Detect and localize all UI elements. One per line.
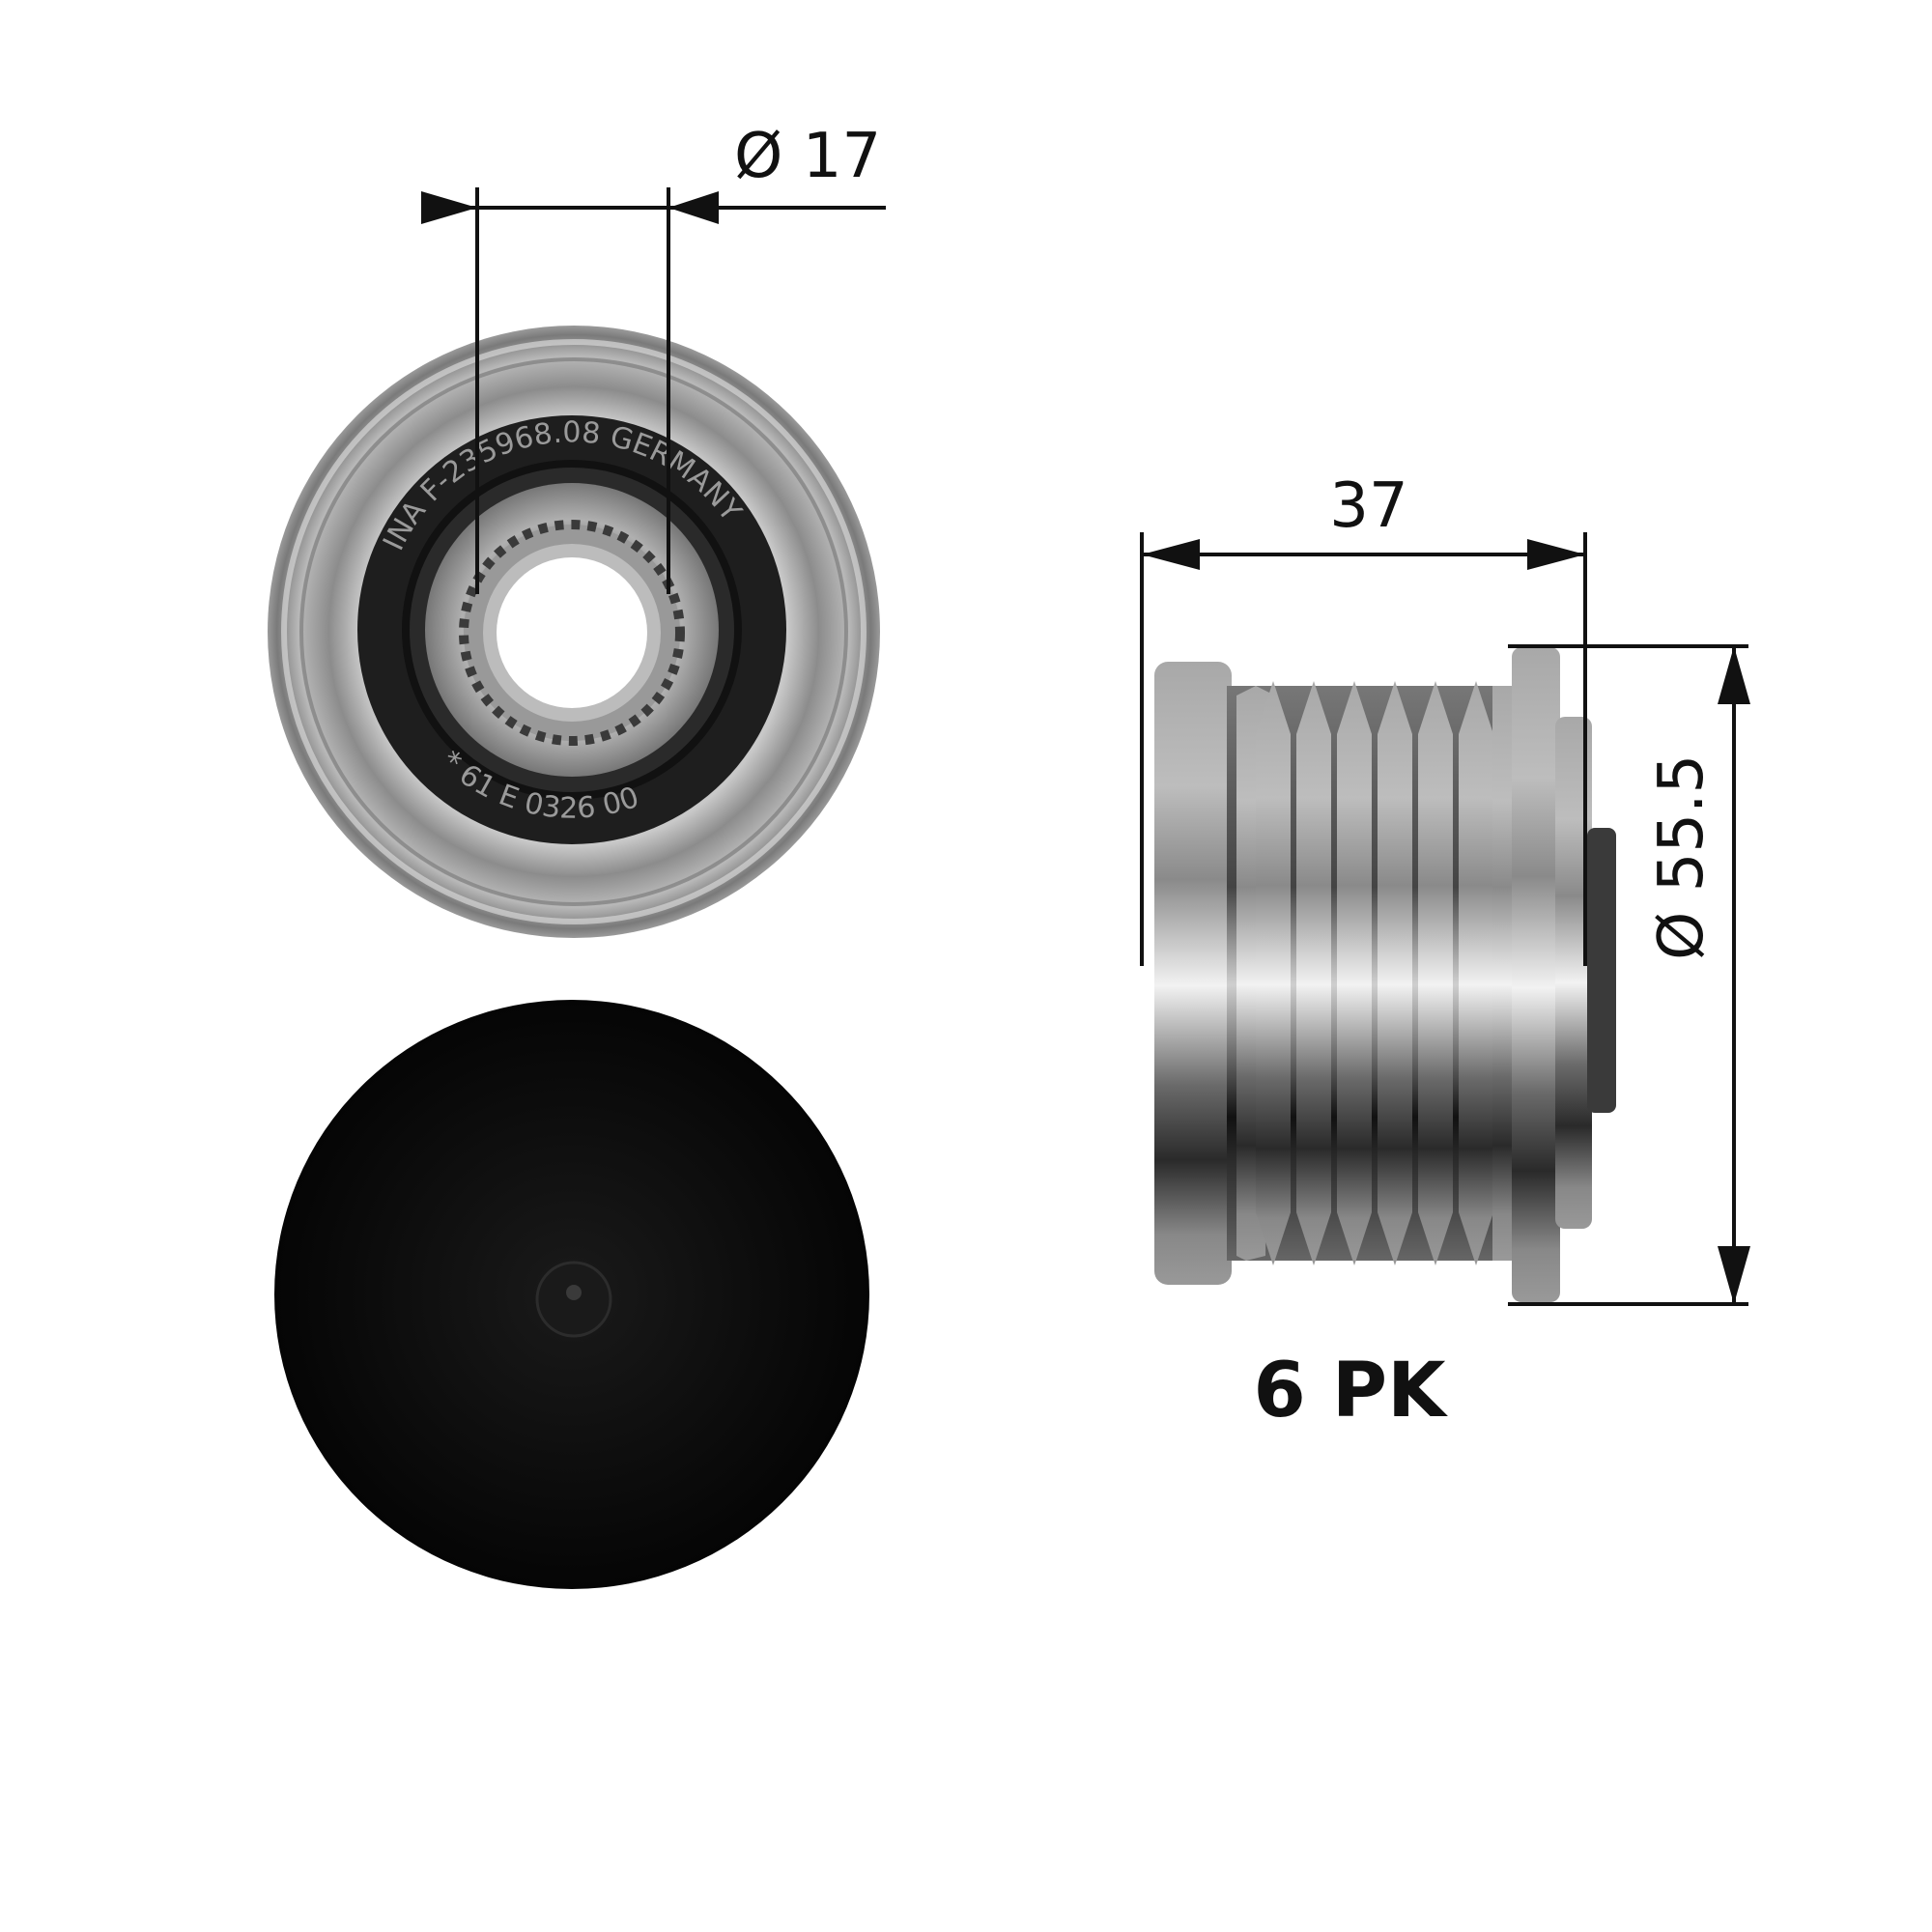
rear-flange xyxy=(1512,647,1560,1302)
bore-diameter-dimension xyxy=(421,187,886,594)
belt-profile-label: 6 PK xyxy=(1253,1348,1448,1435)
front-flange xyxy=(1154,662,1232,1285)
side-view xyxy=(1154,647,1616,1302)
bore-diameter-label: Ø 17 xyxy=(734,121,881,192)
bore-hole xyxy=(497,557,647,708)
width-label: 37 xyxy=(1329,470,1407,542)
protective-cap xyxy=(274,1000,869,1589)
outer-diameter-dimension xyxy=(1508,644,1750,1306)
shaft-end xyxy=(1587,828,1616,1113)
belt-ribs xyxy=(1236,681,1493,1265)
outer-diameter-label: Ø 55.5 xyxy=(1646,754,1718,960)
width-dimension xyxy=(1140,532,1587,966)
front-view: INA F-235968.08 GERMANY * 61 E 0326 00 xyxy=(268,326,880,938)
rear-hub xyxy=(1555,717,1592,1229)
